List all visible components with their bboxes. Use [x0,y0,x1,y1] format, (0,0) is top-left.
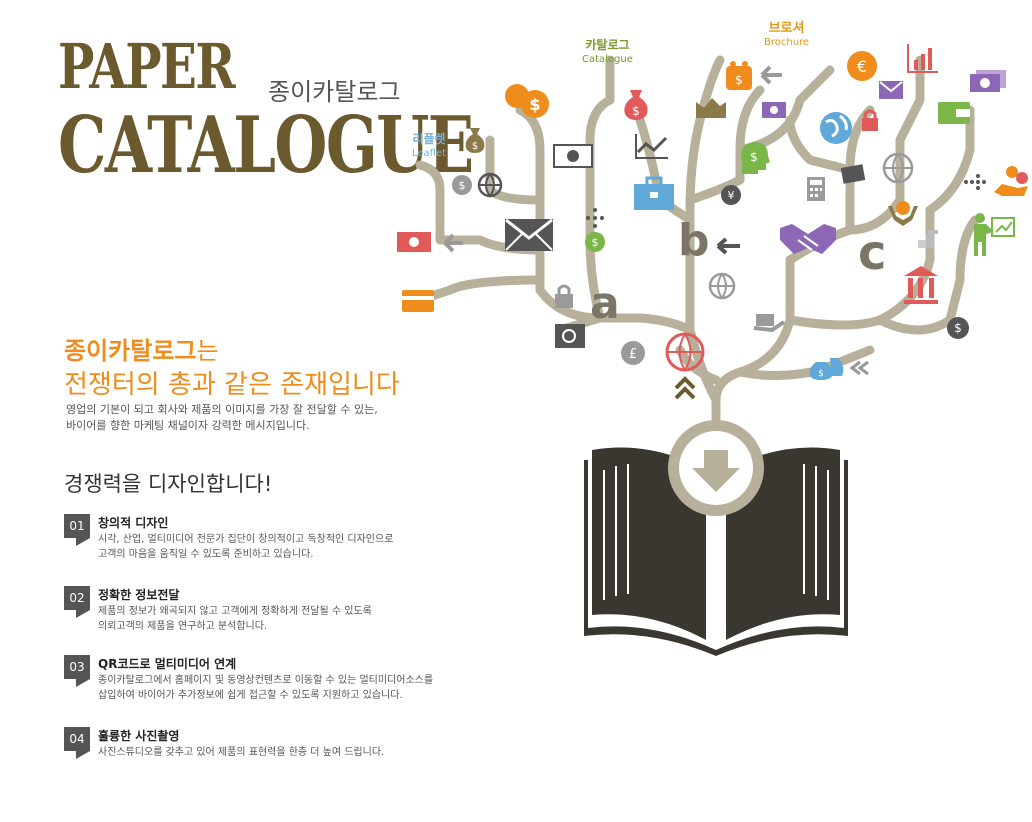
globe-icon [820,112,852,144]
svg-text:$: $ [592,236,599,249]
headline-line2: 전쟁터의 총과 같은 존재입니다 [64,370,400,400]
dollar-coin-icon: $ [585,208,605,252]
title-subtitle: 종이카탈로그 [268,78,401,106]
yen-icon: ¥ [721,185,741,205]
dollar-bag-icon: $ [624,90,648,120]
feature-number: 01 [64,514,90,546]
svg-text:$: $ [529,95,540,114]
envelope-icon [505,218,553,251]
dollar-coin-icon: $ [947,317,969,339]
hands-money-icon [888,201,918,226]
globe-icon [708,272,736,300]
coins-icon [918,230,938,248]
calculator-icon [807,177,825,201]
line-chart-icon [635,134,668,159]
branch-letter-b: b [678,215,710,266]
envelope-icon [879,81,903,99]
svg-text:$: $ [459,179,466,192]
catalogue-ko: 카탈로그 [585,38,630,52]
handshake-icon [780,224,836,254]
intro-line2: 바이어를 향한 마케팅 채널이자 강력한 메시지입니다. [66,419,310,432]
feature-desc-line2: 의뢰고객의 제품을 연구하고 분석합니다. [98,621,268,632]
feature-desc-line2: 삽입하여 바이어가 추가정보에 쉽게 접근할 수 있도록 지원하고 있습니다. [98,690,403,701]
feature-description: 사진스튜디오를 갖추고 있어 제품의 표현력을 한층 더 높여 드립니다. [98,745,384,760]
money-stack-icon [762,102,786,118]
svg-text:$: $ [735,73,743,87]
dollar-bags-icon: $ [809,358,869,380]
feature-title: QR코드로 멀티미디어 연계 [98,657,237,671]
feature-description: 제품의 정보가 왜곡되지 않고 고객에게 정확하게 전달될 수 있도록 의뢰고객… [98,604,372,634]
presenter-icon [974,213,1015,256]
feature-number: 02 [64,586,90,618]
branch-label-catalogue: 카탈로그 Catalogue [582,36,633,65]
branch-label-brochure: 브로셔 Brochure [764,17,809,48]
leaflet-ko: 리플렛 [412,132,446,146]
svg-text:$: $ [954,321,962,335]
svg-text:$: $ [472,141,478,152]
feature-number: 03 [64,655,90,687]
credit-card-icon [402,290,434,312]
brochure-ko: 브로셔 [768,21,805,36]
brochure-en: Brochure [764,37,810,48]
svg-text:€: € [857,57,867,76]
svg-text:£: £ [629,347,637,362]
bar-chart-icon [907,44,938,73]
catalogue-en: Catalogue [582,54,633,65]
money-stack-icon [553,144,593,168]
headline-suffix: 는 [196,337,219,365]
wallet-icon [938,102,970,124]
lock-icon [555,284,573,308]
feature-desc-line2: 고객의 마음을 움직일 수 있도록 준비하고 있습니다. [98,549,314,560]
svg-text:¥: ¥ [728,189,735,202]
feature-desc-line1: 종이카탈로그에서 홈페이지 및 동영상컨텐츠로 이동할 수 있는 멀티미디어소스… [98,675,434,686]
network-coins-icon [964,166,1028,196]
feature-number: 04 [64,727,90,759]
intro-text: 영업의 기본이 되고 회사와 제품의 이미지를 가장 잘 전달할 수 있는, 바… [66,402,446,434]
feature-desc-line1: 사진스튜디오를 갖추고 있어 제품의 표현력을 한층 더 높여 드립니다. [98,747,385,758]
money-stack-icon [840,164,866,184]
title-catalogue: CATALOGUE [58,100,474,191]
dollar-coin-icon: $ [505,84,549,118]
briefcase-icon [634,176,674,210]
feature-description: 시각, 산업, 멀티미디어 전문가 집단이 창의적이고 독창적인 디자인으로 고… [98,532,393,562]
money-stack-icon [970,70,1006,92]
arrow-down-icon [692,450,740,492]
euro-icon: € [847,51,877,81]
globe-icon: $ [452,172,503,198]
feature-title: 창의적 디자인 [98,516,169,530]
branch-label-leaflet: 리플렛 Leaflet [412,130,446,159]
arrow-left-icon [716,237,740,255]
section-title: 경쟁력을 디자인합니다! [64,472,273,496]
globe-icon [882,152,914,184]
dollar-bag-icon: $ [465,128,485,153]
pound-icon: £ [621,341,645,365]
feature-desc-line1: 제품의 정보가 왜곡되지 않고 고객에게 정확하게 전달될 수 있도록 [98,606,372,617]
branch-letter-a: a [590,278,620,329]
money-stack-icon [397,232,463,253]
svg-text:$: $ [750,150,758,164]
feature-title: 정확한 정보전달 [98,588,180,602]
feature-description: 종이카탈로그에서 홈페이지 및 동영상컨텐츠로 이동할 수 있는 멀티미디어소스… [98,673,433,703]
headline-line1: 종이카탈로그는 [64,331,219,366]
branch-letter-c: c [858,225,887,281]
intro-line1: 영업의 기본이 되고 회사와 제품의 이미지를 가장 잘 전달할 수 있는, [66,403,378,416]
svg-text:$: $ [632,104,640,118]
feature-title: 훌륭한 사진촬영 [98,729,180,743]
lock-icon [862,109,878,131]
hand-money-icon [753,314,786,333]
headline-bold: 종이카탈로그 [64,337,197,365]
line-chart-icon [696,98,726,118]
head-dollar-icon: $ [741,142,770,174]
bank-icon [904,266,938,304]
svg-text:$: $ [818,369,824,379]
leaflet-en: Leaflet [412,148,447,159]
purse-icon: $ [726,61,782,90]
globe-icon [665,332,705,400]
title-paper: PAPER [58,30,236,103]
safe-icon [555,324,585,348]
feature-desc-line1: 시각, 산업, 멀티미디어 전문가 집단이 창의적이고 독창적인 디자인으로 [98,534,394,545]
